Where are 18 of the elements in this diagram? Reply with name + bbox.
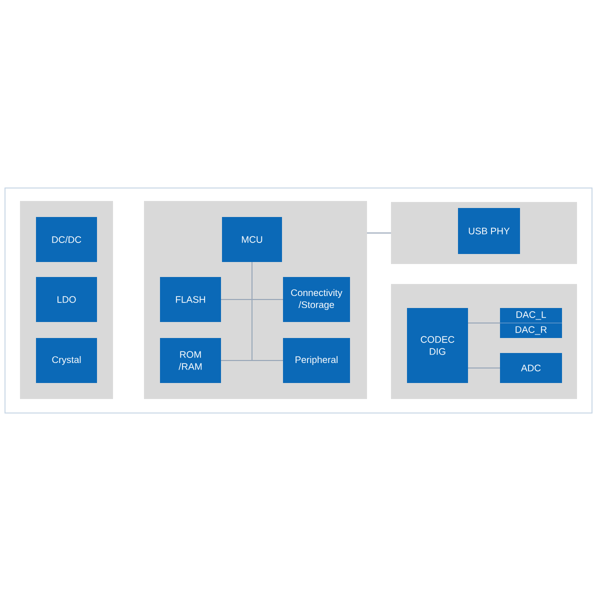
connector-line — [468, 322, 500, 324]
block-box: FLASH — [160, 277, 221, 322]
block-box: DC/DC — [36, 217, 97, 262]
block-box: ROM /RAM — [160, 338, 221, 383]
block-box: DAC_R — [500, 323, 562, 338]
block-box: ADC — [500, 353, 562, 383]
block-box: LDO — [36, 277, 97, 322]
block-box: USB PHY — [458, 208, 520, 254]
node-label: DAC_L — [516, 311, 546, 320]
connector-line — [366, 232, 392, 234]
block-box: Connectivity /Storage — [283, 277, 350, 322]
block-box: Peripheral — [283, 338, 350, 383]
node-label: DAC_R — [516, 326, 547, 335]
block-box: Crystal — [36, 338, 97, 383]
block-box: CODEC DIG — [407, 308, 468, 383]
connector-line — [252, 262, 284, 361]
block-box: DAC_L — [500, 308, 562, 323]
block-box: MCU — [222, 217, 282, 262]
